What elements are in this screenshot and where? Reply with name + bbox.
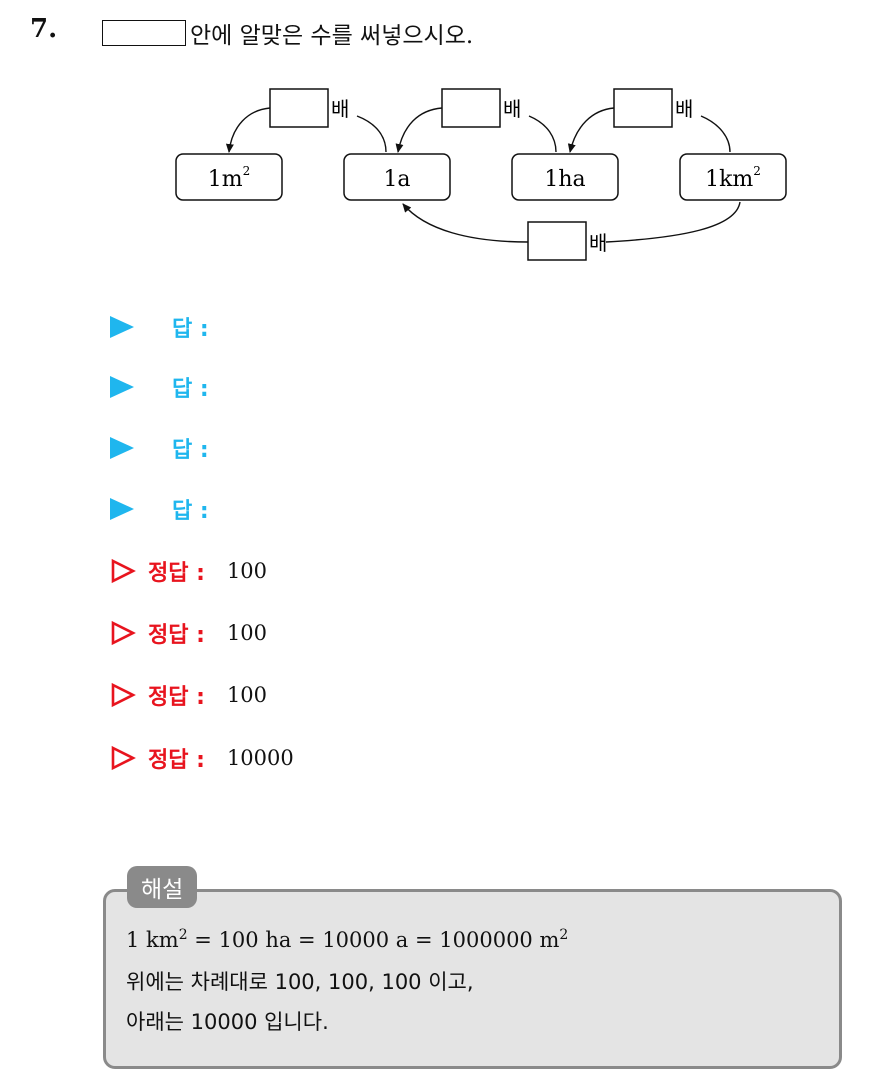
- key-value: 100: [226, 559, 268, 583]
- question-instruction: 안에 알맞은 수를 써넣으시오.: [102, 18, 474, 49]
- key-label: 정답 :: [148, 623, 205, 648]
- key-label: 정답 :: [148, 561, 205, 586]
- blank-box-bottom[interactable]: [527, 221, 587, 261]
- arrow-km2-to-ha-line: [528, 115, 557, 153]
- answer-row-3: 답 :: [110, 433, 209, 463]
- blank-box-top-2[interactable]: [441, 88, 501, 128]
- arrow-a-to-m2: [225, 107, 271, 153]
- blank-box-top-3[interactable]: [613, 88, 673, 128]
- play-triangle-icon: [110, 316, 134, 338]
- arrow-ha-to-a: [356, 115, 387, 153]
- key-value: 10000: [226, 746, 294, 770]
- arrow-km2-bottom-line: [605, 201, 741, 243]
- unit-box-km2: [679, 153, 787, 201]
- answer-row-1: 답 :: [110, 312, 209, 342]
- key-row-4: 정답 : 10000: [110, 743, 294, 773]
- explanation-panel: [103, 889, 842, 1069]
- answer-label: 답 :: [172, 317, 209, 342]
- explanation-line-3: 아래는 10000 입니다.: [126, 1010, 329, 1034]
- key-row-3: 정답 : 100: [110, 680, 267, 710]
- unit-label-a: 1a: [383, 167, 410, 192]
- answer-label: 답 :: [172, 499, 209, 524]
- unit-box-ha: [511, 153, 619, 201]
- unit-label-km2: 1km2: [705, 164, 761, 192]
- inline-blank-box: [102, 20, 186, 46]
- arrow-ha-to-a-head: [395, 107, 443, 153]
- play-triangle-icon: [110, 498, 134, 520]
- outline-triangle-icon: [111, 620, 136, 646]
- answer-row-2: 답 :: [110, 372, 209, 402]
- arrow-km2-to-ha: [567, 107, 615, 153]
- play-triangle-icon: [110, 437, 134, 459]
- times-label-3: 배: [675, 97, 693, 121]
- explanation-tab: 해설: [127, 866, 198, 908]
- arrow-km2-to-a-bottom: [402, 203, 529, 243]
- explanation-equation: 1 km2 = 100 ha = 10000 a = 1000000 m2: [126, 927, 569, 952]
- answer-label: 답 :: [172, 438, 209, 463]
- unit-label-m2: 1m2: [208, 164, 251, 192]
- key-value: 100: [226, 621, 268, 645]
- instruction-text: 안에 알맞은 수를 써넣으시오.: [190, 23, 474, 49]
- outline-triangle-icon: [111, 745, 136, 771]
- unit-conversion-diagram: 1m2 1a 1ha 1km2 배 배 배 배: [175, 88, 787, 261]
- unit-box-m2: [175, 153, 283, 201]
- outline-triangle-icon: [111, 682, 136, 708]
- key-label: 정답 :: [148, 685, 205, 710]
- times-label-1: 배: [331, 97, 349, 121]
- play-triangle-icon: [110, 376, 134, 398]
- times-label-2: 배: [503, 97, 521, 121]
- key-label: 정답 :: [148, 748, 205, 773]
- answer-label: 답 :: [172, 377, 209, 402]
- outline-triangle-icon: [111, 558, 136, 584]
- answer-row-4: 답 :: [110, 494, 209, 524]
- explanation-line-2: 위에는 차례대로 100, 100, 100 이고,: [126, 970, 474, 994]
- key-value: 100: [226, 683, 268, 707]
- arrow-km2-line: [700, 115, 731, 153]
- unit-box-a: [343, 153, 451, 201]
- times-label-4: 배: [589, 231, 607, 255]
- key-row-2: 정답 : 100: [110, 618, 267, 648]
- blank-box-top-1[interactable]: [269, 88, 329, 128]
- unit-label-ha: 1ha: [544, 167, 585, 192]
- key-row-1: 정답 : 100: [110, 556, 267, 586]
- question-number: 7.: [30, 14, 58, 44]
